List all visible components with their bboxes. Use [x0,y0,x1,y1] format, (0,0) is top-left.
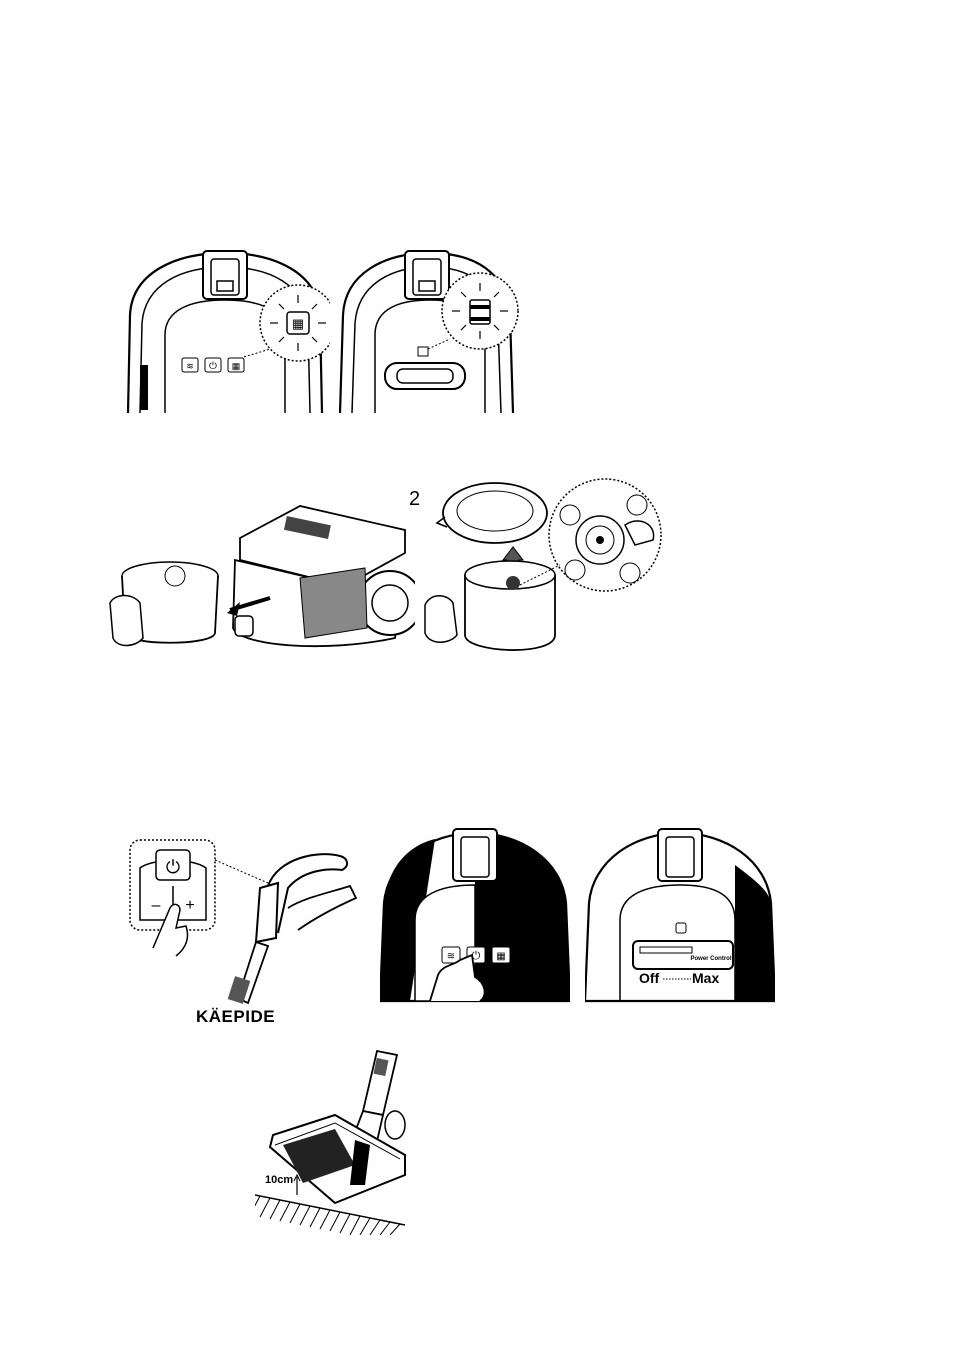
wifi-icon: ≋ [447,951,455,962]
svg-text:▦: ▦ [232,361,241,371]
plus-symbol: + [185,897,194,914]
off-label: Off [639,970,660,986]
power-button-figure: ≋ ⏻ ▦ [380,825,570,1003]
indicator-figure-dustbin [335,245,525,415]
panel-buttons: ≋ ⏻ ▦ [182,358,244,372]
height-label: 10cm [265,1174,293,1186]
filter-icon: ▦ [496,951,505,962]
minus-symbol: – [152,897,161,914]
power-control-figure: Power Control Off Max [585,825,775,1003]
svg-text:⏻: ⏻ [209,361,217,372]
handle-control-figure: ⏻ – + [128,838,358,1008]
svg-text:≋: ≋ [186,361,194,371]
indicator-figure-filter: ≋ ⏻ ▦ ▦ [120,245,330,415]
floor-nozzle-figure: 10cm [255,1045,410,1235]
handle-power-icon: ⏻ [166,857,180,877]
svg-text:▦: ▦ [292,316,304,331]
power-control-label: Power Control [690,956,731,962]
max-label: Max [692,970,719,986]
dust-bin-removal-figure [105,498,415,658]
handle-caption: KÄEPIDE [196,1007,275,1027]
filter-cleaning-figure [415,475,665,660]
